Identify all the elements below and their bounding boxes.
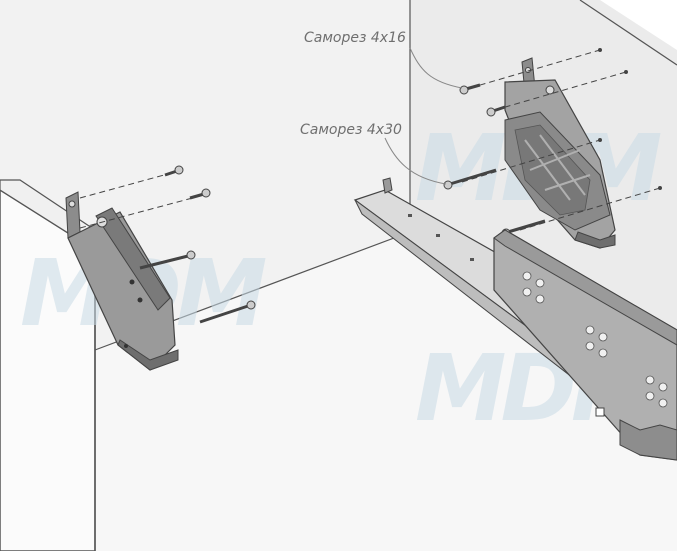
- screw-4x16-label: Саморез 4х16: [304, 30, 406, 46]
- left-bracket: [65, 191, 179, 371]
- leader-lines: [384, 47, 463, 185]
- left-screws: [79, 165, 256, 324]
- drawer-runner: [353, 177, 677, 461]
- back-panel: [0, 0, 410, 551]
- right-bracket: [504, 57, 616, 249]
- screw-4x30-label: Саморез 4х30: [300, 122, 402, 138]
